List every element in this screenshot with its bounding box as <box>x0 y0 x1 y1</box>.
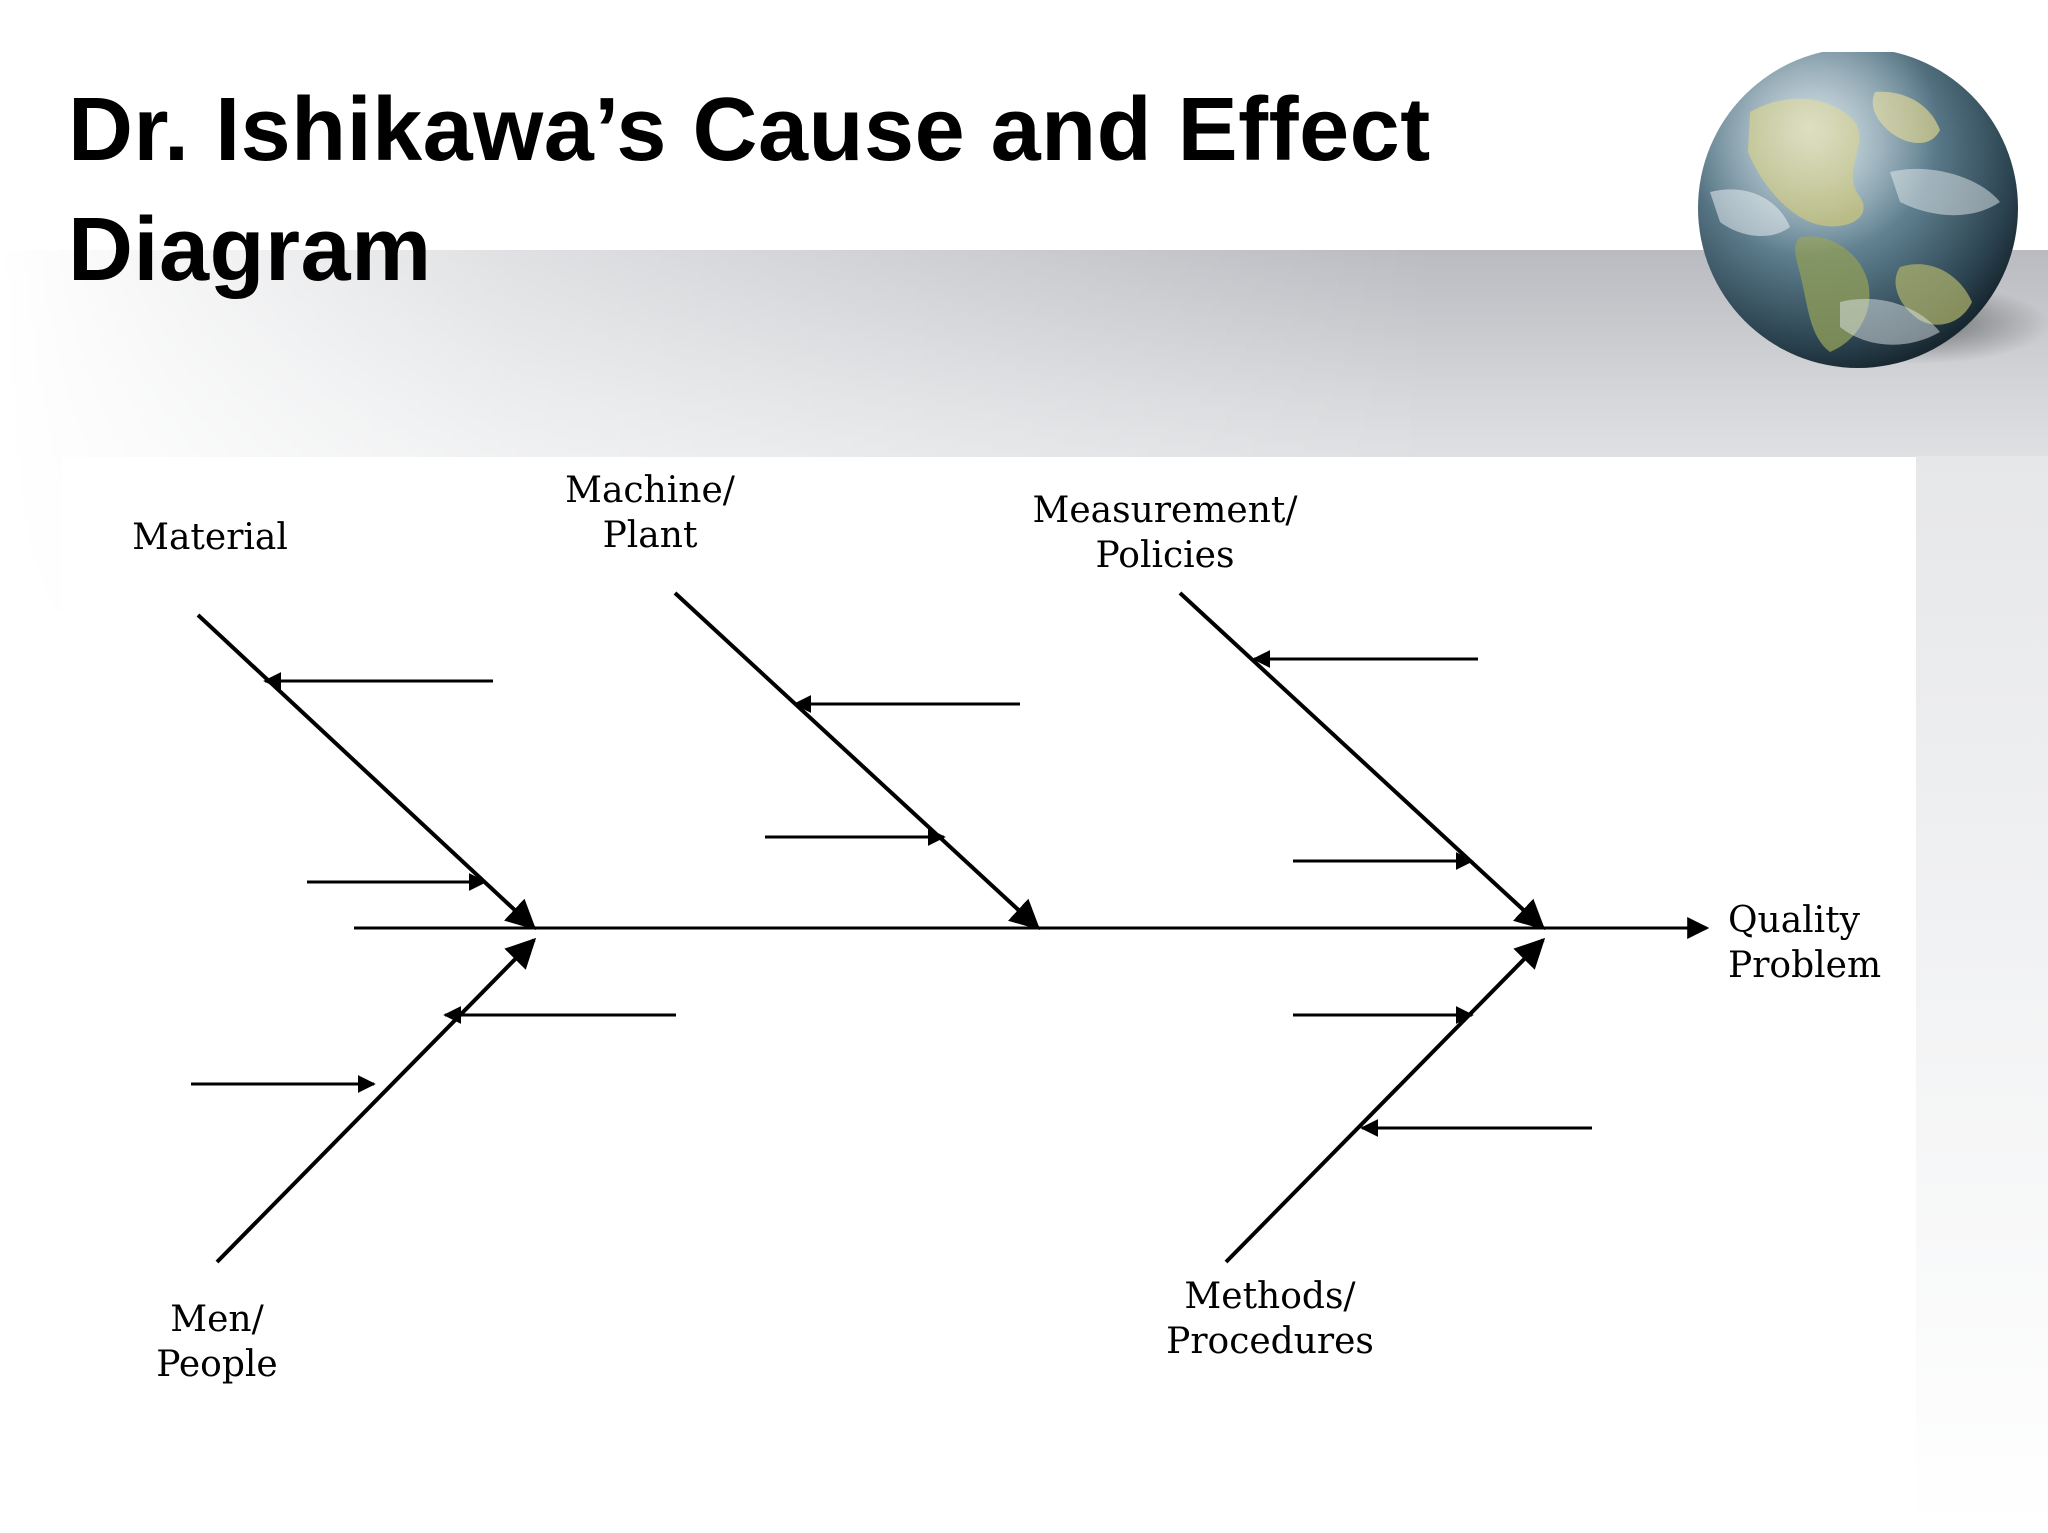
branch-measurement <box>1178 591 1546 931</box>
branch-machine <box>673 591 1041 931</box>
effect-label-line: Quality <box>1728 900 1860 941</box>
cause-label-line: Plant <box>602 515 698 556</box>
cause-label-line: Policies <box>1095 535 1235 576</box>
cause-label-machine: Machine/ Plant <box>530 468 770 558</box>
cause-label-line: Methods/ <box>1184 1276 1356 1317</box>
cause-label-measurement: Measurement/ Policies <box>1005 488 1325 578</box>
cause-label-line: Procedures <box>1166 1321 1374 1362</box>
cause-label-line: Men/ <box>170 1299 264 1340</box>
cause-label-line: Measurement/ <box>1032 490 1298 531</box>
cause-label-line: Material <box>132 517 288 558</box>
cause-label-line: People <box>156 1344 278 1385</box>
cause-label-men: Men/ People <box>117 1297 317 1387</box>
slide-title: Dr. Ishikawa’s Cause and Effect Diagram <box>68 80 1431 300</box>
right-gradient-strip <box>1916 456 2048 1533</box>
cause-label-material: Material <box>110 515 310 560</box>
effect-label: Quality Problem <box>1728 898 1881 988</box>
diagram-panel <box>62 457 1916 1533</box>
branch-men <box>215 937 537 1264</box>
cause-label-methods: Methods/ Procedures <box>1125 1274 1415 1364</box>
effect-label-line: Problem <box>1728 945 1882 986</box>
cause-label-line: Machine/ <box>565 470 735 511</box>
earth-globe-icon <box>1698 52 2048 368</box>
branch-methods <box>1224 937 1546 1264</box>
